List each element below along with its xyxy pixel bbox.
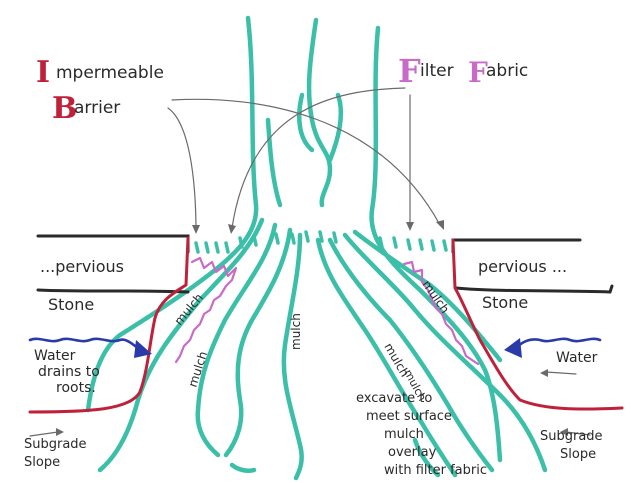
stone-right-label: Stone [482, 293, 528, 312]
fabric-rest: abric [486, 61, 528, 81]
filter-initial: F [398, 52, 421, 90]
pervious-right-label: pervious ... [478, 257, 567, 276]
water-arrow-right-head [504, 338, 522, 358]
water-right-label: Water [556, 350, 598, 366]
filter-rest: ilter [420, 61, 454, 81]
subgrade-right-line-2: Slope [560, 447, 596, 462]
barrier-rest: arrier [74, 98, 120, 118]
subgrade-right-line-1: Subgrade [540, 429, 603, 444]
water-flow-left [30, 339, 138, 348]
mulch-label-3: mulch [289, 313, 303, 350]
excavate-line-3: mulch [384, 427, 424, 442]
water-drains-line-3: roots. [56, 380, 96, 396]
pervious-left-label: ...pervious [40, 257, 124, 276]
filter-fabric-label: F ilter F abric [398, 52, 528, 90]
impermeable-rest: mpermeable [56, 63, 164, 83]
subgrade-left-line-1: Subgrade [24, 437, 87, 452]
excavate-line-5: with filter fabric [384, 463, 487, 478]
water-drains-line-1: Water [34, 348, 76, 364]
filter-fabric-zigzag [176, 258, 478, 364]
excavate-line-1: excavate to [356, 391, 432, 406]
impermeable-barrier-label: I mpermeable B arrier [36, 55, 164, 126]
excavate-line-4: overlay [388, 445, 437, 460]
water-flow-right [516, 339, 600, 348]
excavate-line-2: meet surface [366, 409, 452, 424]
stone-left-label: Stone [48, 295, 94, 314]
fabric-initial: F [468, 56, 488, 89]
water-drains-line-2: drains to [38, 364, 100, 380]
impermeable-initial: I [36, 55, 50, 90]
subgrade-left-line-2: Slope [24, 455, 60, 470]
